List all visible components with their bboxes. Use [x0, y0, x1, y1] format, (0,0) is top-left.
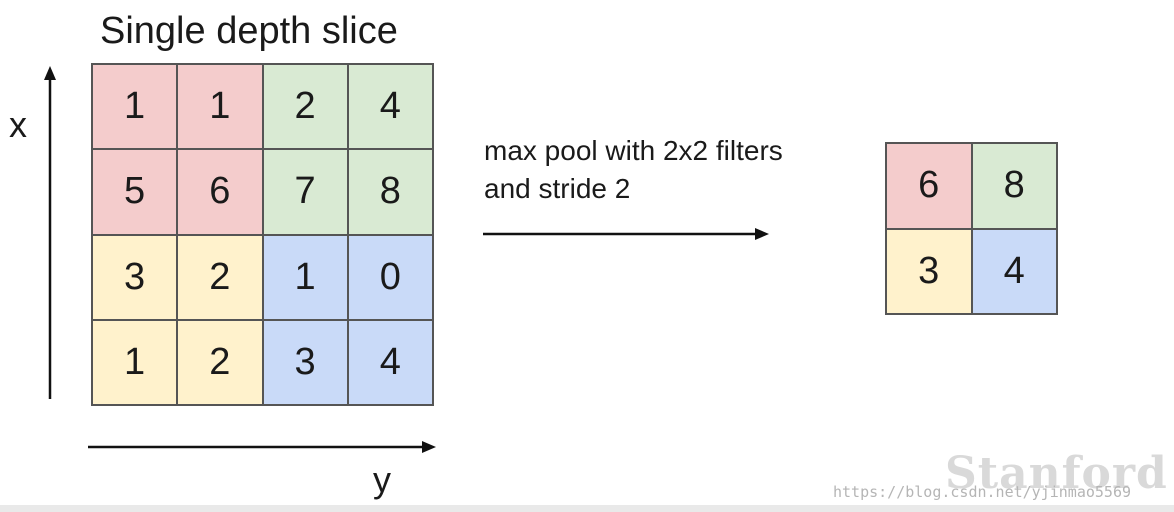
operation-caption: max pool with 2x2 filters and stride 2 — [484, 132, 783, 208]
operation-arrow — [483, 228, 769, 240]
output-grid-cell: 6 — [886, 143, 972, 229]
stanford-watermark-logo: Stanford — [945, 448, 1168, 499]
y-axis-label: y — [373, 459, 391, 500]
input-grid-cell: 2 — [262, 64, 348, 150]
input-grid-cell: 4 — [347, 319, 433, 405]
input-grid-cell: 8 — [347, 149, 433, 235]
output-grid-cell: 4 — [971, 228, 1057, 314]
input-grid-cell: 1 — [262, 234, 348, 320]
x-axis-label: x — [9, 104, 27, 145]
input-grid-cell: 7 — [262, 149, 348, 235]
input-grid-cell: 2 — [177, 234, 263, 320]
input-grid-cell: 1 — [92, 319, 178, 405]
output-grid-cell: 8 — [971, 143, 1057, 229]
watermark-url: https://blog.csdn.net/yjinmao5569 — [833, 483, 1132, 501]
operation-line-2: and stride 2 — [484, 173, 631, 204]
input-grid-cell: 5 — [92, 149, 178, 235]
input-grid-cell: 3 — [92, 234, 178, 320]
input-grid-cell: 6 — [177, 149, 263, 235]
output-grid-cell: 3 — [886, 228, 972, 314]
input-grid-cell: 2 — [177, 319, 263, 405]
input-grid-cell: 1 — [177, 64, 263, 150]
operation-line-1: max pool with 2x2 filters — [484, 135, 783, 166]
x-axis-arrow — [44, 66, 56, 399]
bottom-strip — [0, 505, 1174, 512]
input-grid-cell: 1 — [92, 64, 178, 150]
diagram-title: Single depth slice — [100, 10, 398, 52]
input-grid-cell: 0 — [347, 234, 433, 320]
input-grid-cell: 3 — [262, 319, 348, 405]
y-axis-arrow — [88, 441, 436, 453]
input-grid-cell: 4 — [347, 64, 433, 150]
